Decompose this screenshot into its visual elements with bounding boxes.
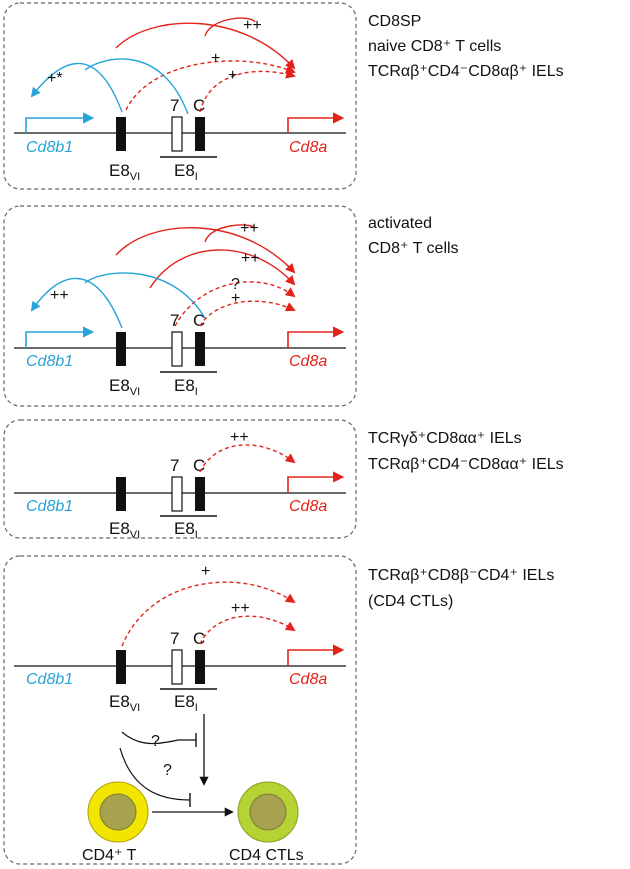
e7-enhancer [171, 649, 183, 685]
e7-label: 7 [170, 311, 179, 330]
cell-label: CD4 CTLs [229, 847, 304, 864]
strength-label: ++ [241, 250, 260, 267]
ec-label: C [193, 456, 205, 475]
e8i-label: E8I [174, 376, 198, 398]
cd4-t-cell [87, 781, 149, 843]
activation-arc [115, 227, 296, 274]
cd8a-label: Cd8a [289, 139, 327, 156]
cd8b1-label: Cd8b1 [26, 139, 73, 156]
ec-enhancer [195, 650, 205, 684]
cd8b1-label: Cd8b1 [26, 498, 73, 515]
unknown-mark: ? [151, 733, 160, 750]
activation-arc-cd8b1 [84, 272, 206, 319]
e8vi-label: E8VI [109, 161, 140, 183]
e7-enhancer [171, 476, 183, 512]
activation-arc [199, 444, 296, 473]
panel-1: Cd8b1 Cd8a 7 C E8VI E8I ++ + + +* CD8SP … [3, 2, 564, 190]
cd4-ctl-cell [237, 781, 299, 843]
cd8a-label: Cd8a [289, 671, 327, 688]
cd8a-promoter-arrow [287, 326, 345, 348]
cd8b1-promoter-arrow [25, 326, 95, 348]
e7-label: 7 [170, 629, 179, 648]
ec-enhancer [195, 117, 205, 151]
panel-2: Cd8b1 Cd8a 7 C E8VI E8I ++ ++ ? + ++ act… [3, 205, 459, 407]
strength-label: + [231, 290, 240, 307]
e7-enhancer [171, 116, 183, 152]
strength-label: + [228, 67, 237, 84]
e8vi-enhancer [116, 477, 126, 511]
cell-type-label: TCRαβ⁺CD8β⁻CD4⁺ IELs [368, 567, 554, 584]
cd8b1-promoter-arrow [25, 112, 95, 133]
cd8a-promoter-arrow [287, 112, 345, 133]
e8vi-enhancer [116, 117, 126, 151]
e8i-label: E8I [174, 692, 198, 714]
cell-type-label: TCRαβ⁺CD4⁻CD8αα⁺ IELs [368, 456, 564, 473]
cell-type-label: TCRαβ⁺CD4⁻CD8αβ⁺ IELs [368, 63, 564, 80]
e8vi-label: E8VI [109, 376, 140, 398]
ec-label: C [193, 629, 205, 648]
cell-type-label: (CD4 CTLs) [368, 593, 453, 610]
cell-label: CD4⁺ T [82, 847, 137, 864]
cd8b1-label: Cd8b1 [26, 671, 73, 688]
e7-enhancer [171, 331, 183, 367]
strength-label: ++ [240, 220, 259, 237]
ec-enhancer [195, 477, 205, 511]
strength-label: ++ [50, 287, 69, 304]
activation-arc-cd8b1 [30, 277, 123, 329]
cd8b1-label: Cd8b1 [26, 353, 73, 370]
strength-label: +* [47, 70, 63, 87]
panel-3: Cd8b1 Cd8a 7 C E8VI E8I ++ TCRγδ⁺CD8αα⁺ … [3, 419, 564, 541]
activation-arc [174, 281, 296, 327]
strength-label: ++ [231, 600, 250, 617]
strength-label: + [201, 563, 210, 580]
cell-type-label: TCRγδ⁺CD8αα⁺ IELs [368, 430, 522, 447]
panel-frame [3, 555, 357, 865]
panel-frame [3, 205, 357, 407]
strength-label: ? [231, 276, 240, 293]
ec-label: C [193, 96, 205, 115]
activation-arc [125, 60, 296, 111]
cd8a-promoter-arrow [287, 471, 345, 493]
strength-label: ++ [243, 17, 262, 34]
ec-enhancer [195, 332, 205, 366]
cell-type-label: CD8SP [368, 13, 421, 30]
e8i-label: E8I [174, 519, 198, 541]
strength-label: + [211, 50, 220, 67]
e7-label: 7 [170, 456, 179, 475]
activation-arc [149, 249, 296, 289]
activation-arc-cd8b1 [30, 62, 123, 113]
activation-arc [121, 581, 296, 647]
activation-arc [199, 300, 296, 327]
e8vi-label: E8VI [109, 692, 140, 714]
panel-frame [3, 2, 357, 190]
e7-label: 7 [170, 96, 179, 115]
activation-arc [199, 69, 296, 113]
activation-arc [204, 17, 256, 37]
unknown-mark: ? [163, 762, 172, 779]
cell-type-label: naive CD8⁺ T cells [368, 38, 501, 55]
inhibition-line [121, 731, 179, 745]
panel-frame [3, 419, 357, 539]
cd8a-label: Cd8a [289, 498, 327, 515]
e8vi-enhancer [116, 650, 126, 684]
activation-arc [115, 22, 296, 70]
ec-label: C [193, 311, 205, 330]
cell-type-label: activated [368, 215, 432, 232]
panel-4: Cd8b1 Cd8a 7 C E8VI E8I + ++ ? ? CD4⁺ T … [3, 555, 554, 865]
activation-arc [204, 224, 256, 243]
activation-arc [199, 615, 296, 645]
cell-type-label: CD8⁺ T cells [368, 240, 459, 257]
cd8a-label: Cd8a [289, 353, 327, 370]
e8vi-label: E8VI [109, 519, 140, 541]
activation-arc-cd8b1 [84, 58, 189, 115]
e8vi-enhancer [116, 332, 126, 366]
inhibition-line [119, 747, 191, 801]
cd8a-promoter-arrow [287, 644, 345, 666]
strength-label: ++ [230, 429, 249, 446]
e8i-label: E8I [174, 161, 198, 183]
